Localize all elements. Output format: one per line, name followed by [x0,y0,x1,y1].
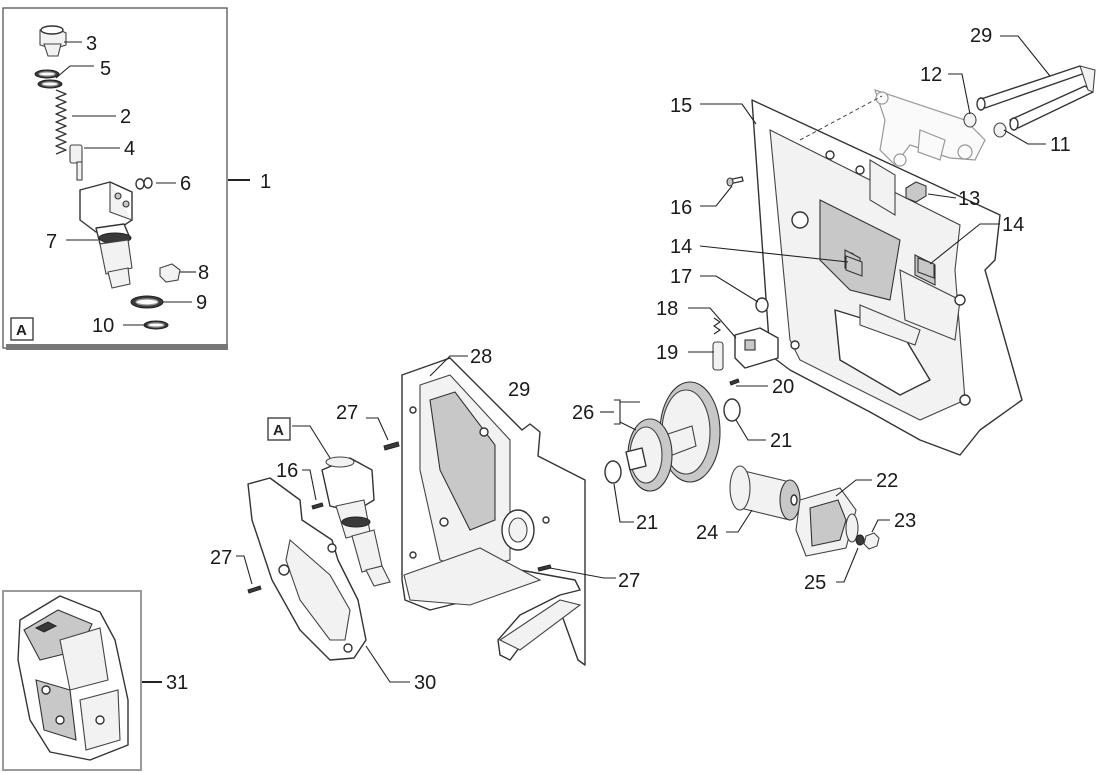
callout-5: 5 [100,58,111,80]
callout-16-top: 16 [670,197,692,219]
callout-10: 10 [92,315,114,337]
gear-assembly-26 [625,381,721,492]
callout-27-left: 27 [210,547,232,569]
lever-assembly [874,89,986,167]
motor-24 [729,465,801,521]
detail-tag-a-main: A [267,417,291,441]
callout-19: 19 [656,342,678,364]
callout-26: 26 [572,402,594,424]
oring-21-left [604,460,622,484]
inset-assembly-31 [2,590,142,771]
callout-3: 3 [86,33,97,55]
screw-16-top [726,176,744,187]
callout-25: 25 [804,572,826,594]
screw-20 [729,378,740,386]
callout-9: 9 [196,292,207,314]
callout-8: 8 [198,262,209,284]
callout-30: 30 [414,672,436,694]
cover-plate-30 [247,477,367,661]
oring-21-right [723,398,741,422]
bushing-11 [993,122,1007,138]
bushing-12 [963,112,977,128]
screw-16-center [311,502,324,510]
washer-25 [855,534,865,546]
callout-11: 11 [1050,134,1071,156]
gearbox-22 [795,487,859,557]
callout-22: 22 [876,470,898,492]
screw-27-left [247,585,262,594]
callout-14-right: 14 [1002,214,1024,236]
callout-27-top: 27 [336,402,358,424]
callout-7: 7 [46,231,57,253]
callout-17: 17 [670,266,692,288]
detail-tag-a-inset: A [10,317,34,341]
callout-28: 28 [470,346,492,368]
callout-16-center: 16 [276,460,298,482]
valve-assembly-a [321,456,391,587]
inset-a-box [2,7,228,350]
callout-23: 23 [894,510,916,532]
rods [976,65,1096,131]
callout-14-left: 14 [670,236,692,258]
callout-29-top: 29 [970,25,992,47]
callout-13: 13 [958,188,980,210]
valve-assembly-exploded [34,25,181,330]
nut-23 [863,532,880,550]
sensor-14-right [917,257,935,279]
nut-13 [905,181,927,203]
detail-tag-a-inset-text: A [16,322,27,339]
magnet-19 [712,317,724,371]
callout-20: 20 [772,376,794,398]
callout-15: 15 [670,95,692,117]
sensor-bracket-18 [734,327,779,369]
callout-29-center: 29 [508,379,530,401]
callout-21-right: 21 [770,430,792,452]
callout-2: 2 [120,106,131,128]
sensor-14-left [845,255,863,277]
callout-21-left: 21 [636,512,658,534]
rear-chassis-frame [751,99,1023,456]
screw-27-top [383,441,400,451]
callout-4: 4 [124,138,135,160]
detail-tag-a-main-text: A [273,422,284,439]
callout-12: 12 [920,64,942,86]
callout-1: 1 [260,171,271,193]
oring-17 [755,297,769,313]
front-bracket-28 [401,357,586,666]
callout-31: 31 [166,672,188,694]
callout-18: 18 [656,298,678,320]
bracket-26 [614,399,621,425]
callout-27-right: 27 [618,570,640,592]
callout-6: 6 [180,173,191,195]
callout-24: 24 [696,522,718,544]
